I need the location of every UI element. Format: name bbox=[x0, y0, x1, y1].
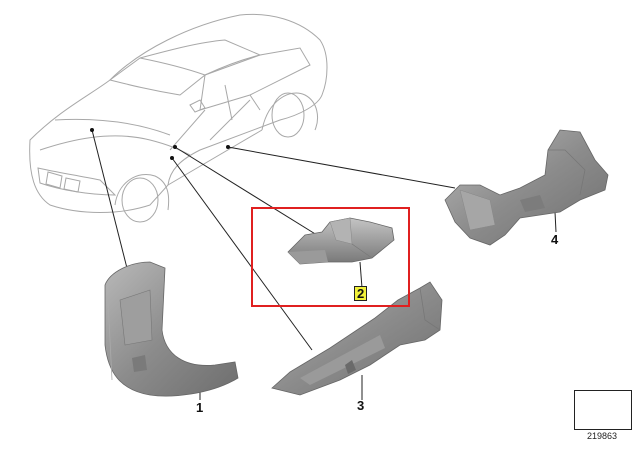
leader-lines bbox=[91, 129, 557, 400]
callout-4[interactable]: 4 bbox=[551, 232, 559, 247]
leader-line-4 bbox=[227, 146, 456, 189]
part-1-shape bbox=[104, 261, 239, 397]
attachment-point-2 bbox=[173, 145, 177, 149]
attachment-point-4 bbox=[226, 145, 230, 149]
part-2-shape bbox=[287, 217, 395, 265]
reference-badge bbox=[574, 390, 632, 430]
reference-code: 219863 bbox=[587, 431, 618, 441]
attachment-point-3 bbox=[170, 156, 174, 160]
attachment-points bbox=[90, 128, 230, 160]
callout-tick-2 bbox=[359, 261, 363, 289]
callout-3[interactable]: 3 bbox=[357, 398, 365, 413]
car-outline bbox=[29, 13, 328, 223]
leader-line-2 bbox=[174, 146, 326, 241]
callout-tick-4 bbox=[554, 211, 557, 233]
part-4-shape bbox=[444, 129, 609, 246]
callout-1[interactable]: 1 bbox=[196, 400, 204, 415]
callout-2[interactable]: 2 bbox=[354, 286, 368, 301]
highlight-frame-part-2 bbox=[251, 207, 410, 307]
attachment-point-1 bbox=[90, 128, 94, 132]
leader-line-3 bbox=[171, 157, 313, 351]
leader-line-1 bbox=[91, 129, 131, 281]
part-3-shape bbox=[271, 281, 443, 396]
